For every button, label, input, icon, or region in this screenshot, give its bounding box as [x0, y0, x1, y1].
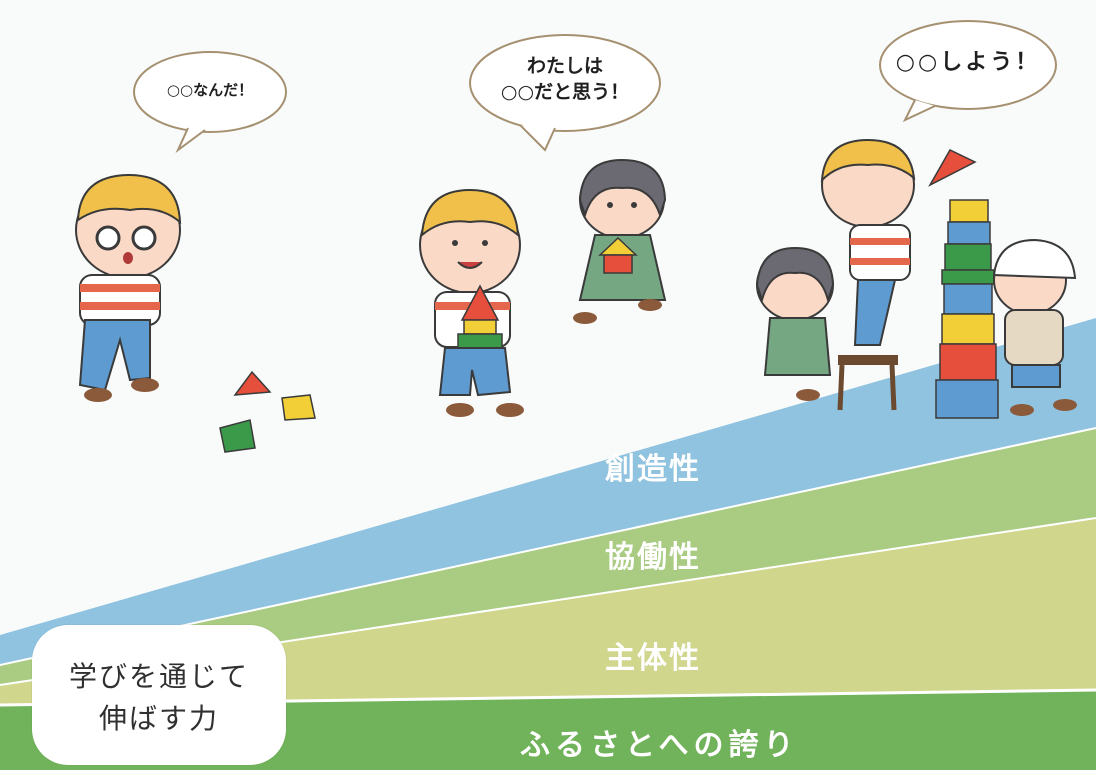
boy-stacking-triangle-icon: [820, 138, 977, 411]
creativity-band: [0, 318, 1096, 665]
collaboration-band: [0, 428, 1096, 685]
girl-holding-house-block-icon: [573, 158, 667, 324]
badge-line-2: 伸ばす力: [98, 702, 219, 735]
child-with-cap-icon: [992, 238, 1077, 416]
bubble-second-text-line2: ○○だと思う！: [500, 81, 630, 103]
block-tower-icon: [935, 199, 999, 419]
bubble-first-text: ○○なんだ！: [166, 81, 254, 99]
bubble-second-text-line1: わたしは: [526, 55, 603, 77]
child-holding-blocks-icon: [419, 188, 524, 417]
creativity-label: 創造性: [605, 452, 701, 487]
girl-sitting-icon: [755, 246, 835, 401]
skills-badge: 学びを通じて 伸ばす力: [32, 625, 286, 765]
speech-bubble-first: [133, 51, 287, 154]
speech-bubble-third: [879, 20, 1057, 123]
speech-bubble-second: [469, 34, 661, 152]
scattered-blocks-icon: [219, 370, 316, 453]
badge-line-1: 学びを通じて: [68, 660, 249, 693]
pride-label: ふるさとへの誇り: [520, 728, 799, 763]
autonomy-label: 主体性: [605, 641, 701, 676]
child-peeking-icon: [75, 173, 182, 402]
collaboration-label: 協働性: [605, 540, 701, 575]
bubble-third-text: ○○しよう！: [895, 50, 1041, 75]
